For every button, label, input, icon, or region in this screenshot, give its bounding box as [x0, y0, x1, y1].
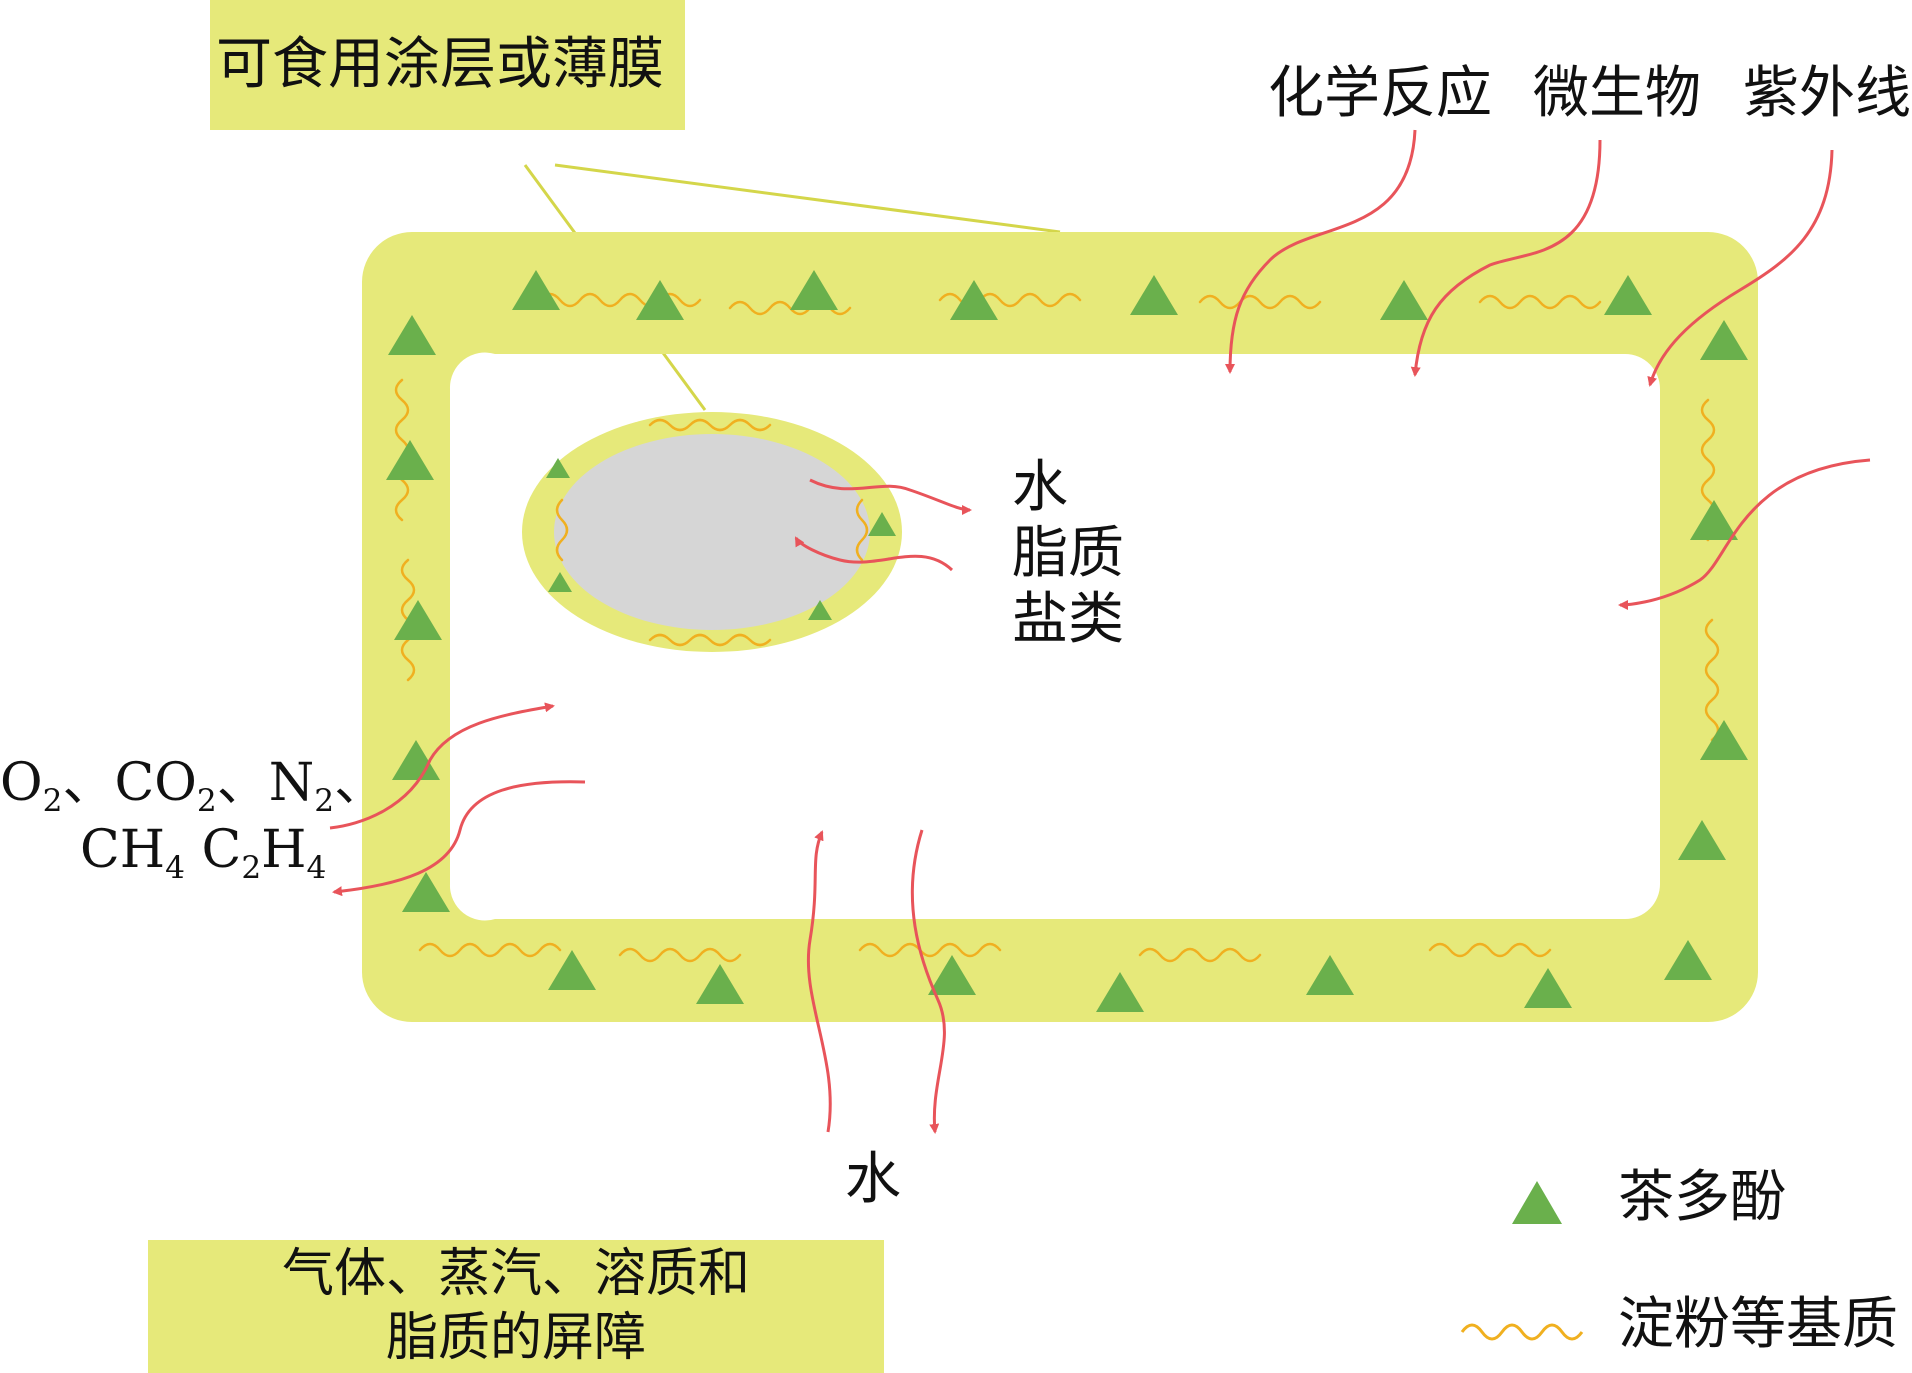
- factor-uv: 紫外线: [1743, 61, 1911, 126]
- gases-line-2: CH4 C2H4: [80, 820, 326, 886]
- gases-line-1: O2、CO2、N2、: [0, 740, 386, 819]
- arrow-gas-in: [329, 702, 555, 830]
- inner-core: [554, 434, 870, 630]
- factor-microbes: 微生物: [1533, 61, 1701, 126]
- arrow-core-out: [809, 478, 972, 515]
- wave-icon: [1460, 1323, 1584, 1341]
- arrow-right-inward: [1618, 458, 1871, 610]
- arrow-uv: [1647, 149, 1834, 387]
- core-label-water: 水: [1012, 455, 1068, 520]
- callout-label: 可食用涂层或薄膜: [216, 32, 664, 97]
- arrow-microbes: [1410, 139, 1602, 377]
- legend-label-matrix: 淀粉等基质: [1618, 1292, 1898, 1357]
- barrier-line-2: 脂质的屏障: [385, 1308, 646, 1368]
- callout-box: 可食用涂层或薄膜: [210, 0, 685, 130]
- bottom-water-label: 水: [845, 1147, 901, 1212]
- triangle-icon: [1512, 1181, 1562, 1224]
- gas-c2h4-c: C2: [201, 820, 262, 886]
- legend-icons: [1460, 1181, 1584, 1341]
- arrow-water-in: [806, 830, 832, 1133]
- gas-o2: O2、: [0, 753, 115, 819]
- gas-co2: CO2、: [114, 753, 269, 819]
- arrow-chemical-reaction: [1225, 129, 1417, 374]
- arrow-gas-out: [332, 780, 586, 897]
- gas-ch4: CH4: [80, 820, 185, 886]
- factor-chemical-reaction: 化学反应: [1268, 61, 1492, 126]
- barrier-box: 气体、蒸汽、溶质和 脂质的屏障: [148, 1240, 884, 1373]
- gas-c2h4-h: H4: [261, 820, 327, 886]
- barrier-line-1: 气体、蒸汽、溶质和: [281, 1244, 750, 1304]
- arrow-water-out: [910, 829, 946, 1134]
- core-label-salts: 盐类: [1012, 587, 1124, 652]
- tea-polyphenol-markers: [386, 270, 1748, 1012]
- transfer-arrows: [329, 129, 1871, 1134]
- starch-matrix: [394, 292, 1720, 963]
- core-label-lipid: 脂质: [1012, 521, 1124, 586]
- gas-n2: N2、: [268, 753, 387, 819]
- legend-label-polyphenol: 茶多酚: [1618, 1165, 1786, 1230]
- arrow-core-in: [794, 536, 954, 572]
